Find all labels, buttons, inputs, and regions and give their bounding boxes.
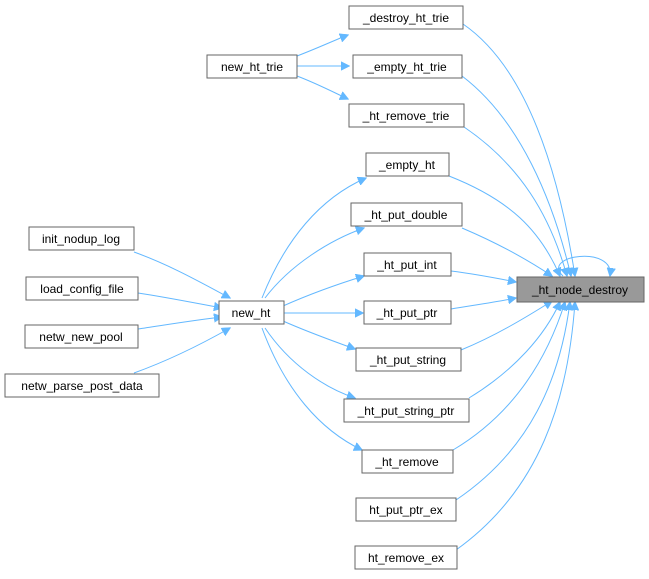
node-empty-ht-trie[interactable]: _empty_ht_trie bbox=[352, 54, 463, 79]
node-label: ht_remove_ex bbox=[368, 551, 444, 565]
node-ht-put-string[interactable]: _ht_put_string bbox=[355, 347, 462, 372]
edge-new-ht-to-ht-put-int bbox=[282, 276, 364, 307]
node-ht-put-double[interactable]: _ht_put_double bbox=[350, 202, 463, 227]
node-label: _ht_node_destroy bbox=[531, 283, 628, 297]
node-label: netw_new_pool bbox=[39, 330, 122, 344]
edge-netw-parse-post-data-to-new-ht bbox=[133, 328, 230, 374]
node-label: load_config_file bbox=[40, 282, 124, 296]
edge-ht-put-int-to-ht-node-destroy bbox=[450, 270, 516, 282]
node-ht-remove[interactable]: _ht_remove bbox=[361, 449, 454, 474]
edge-new-ht-to-ht-put-string bbox=[282, 320, 355, 349]
edge-ht-put-double-to-ht-node-destroy bbox=[461, 227, 552, 276]
node-label: _empty_ht bbox=[378, 158, 436, 172]
node-label: _destroy_ht_trie bbox=[362, 11, 449, 25]
node-label: new_ht bbox=[232, 306, 271, 320]
node-label: _ht_put_int bbox=[376, 258, 437, 272]
edge-ht-remove-ex-to-ht-node-destroy bbox=[455, 302, 575, 551]
edge-ht-put-string-to-ht-node-destroy bbox=[460, 301, 552, 351]
edge-ht-put-ptr-ex-to-ht-node-destroy bbox=[455, 302, 570, 501]
node-ht-node-destroy[interactable]: _ht_node_destroy bbox=[516, 276, 645, 303]
edge-new-ht-to-empty-ht bbox=[261, 178, 366, 299]
node-label: new_ht_trie bbox=[221, 60, 283, 74]
node-ht-remove-trie[interactable]: _ht_remove_trie bbox=[348, 103, 465, 128]
edge-destroy-ht-trie-to-ht-node-destroy bbox=[462, 23, 575, 276]
edges bbox=[133, 23, 611, 551]
edge-new-ht-trie-to-ht-remove-trie bbox=[296, 75, 348, 99]
node-ht-remove-ex[interactable]: ht_remove_ex bbox=[354, 545, 458, 570]
node-netw-parse-post-data[interactable]: netw_parse_post_data bbox=[4, 373, 160, 398]
edge-new-ht-to-ht-put-double bbox=[264, 228, 364, 299]
edge-ht-node-destroy-self-loop bbox=[558, 255, 611, 276]
node-label: _ht_remove_trie bbox=[362, 109, 450, 123]
node-label: ht_put_ptr_ex bbox=[369, 503, 442, 517]
node-label: _ht_put_ptr bbox=[376, 306, 438, 320]
edge-ht-put-string-ptr-to-ht-node-destroy bbox=[468, 302, 560, 399]
node-label: _ht_put_string_ptr bbox=[357, 404, 455, 418]
node-destroy-ht-trie[interactable]: _destroy_ht_trie bbox=[348, 5, 464, 30]
edge-load-config-file-to-new-ht bbox=[137, 292, 222, 308]
node-label: netw_parse_post_data bbox=[21, 379, 143, 393]
node-ht-put-ptr-ex[interactable]: ht_put_ptr_ex bbox=[355, 497, 457, 522]
edge-ht-put-ptr-to-ht-node-destroy bbox=[450, 298, 516, 310]
edge-init-nodup-log-to-new-ht bbox=[133, 251, 230, 298]
node-label: _ht_put_string bbox=[369, 353, 446, 367]
edge-empty-ht-trie-to-ht-node-destroy bbox=[461, 75, 571, 276]
node-load-config-file[interactable]: load_config_file bbox=[25, 276, 139, 301]
node-netw-new-pool[interactable]: netw_new_pool bbox=[24, 324, 139, 349]
edge-new-ht-to-ht-remove bbox=[261, 327, 362, 450]
nodes: _destroy_ht_trie _empty_ht_trie _ht_remo… bbox=[4, 5, 645, 570]
node-label: _ht_put_double bbox=[364, 208, 448, 222]
edge-new-ht-trie-to-destroy-ht-trie bbox=[296, 35, 348, 57]
node-label: _empty_ht_trie bbox=[366, 60, 447, 74]
node-ht-put-ptr[interactable]: _ht_put_ptr bbox=[363, 300, 452, 325]
edge-ht-remove-to-ht-node-destroy bbox=[452, 302, 565, 451]
node-ht-put-string-ptr[interactable]: _ht_put_string_ptr bbox=[343, 398, 470, 423]
edge-new-ht-to-ht-put-string-ptr bbox=[264, 327, 355, 398]
node-label: init_nodup_log bbox=[42, 232, 120, 246]
node-empty-ht[interactable]: _empty_ht bbox=[365, 152, 450, 177]
node-init-nodup-log[interactable]: init_nodup_log bbox=[28, 226, 135, 251]
edge-ht-remove-trie-to-ht-node-destroy bbox=[463, 126, 567, 276]
node-new-ht[interactable]: new_ht bbox=[218, 300, 285, 325]
node-ht-put-int[interactable]: _ht_put_int bbox=[363, 252, 452, 277]
edge-netw-new-pool-to-new-ht bbox=[137, 317, 222, 330]
node-new-ht-trie[interactable]: new_ht_trie bbox=[206, 54, 298, 79]
edge-empty-ht-to-ht-node-destroy bbox=[448, 175, 560, 276]
node-label: _ht_remove bbox=[374, 455, 439, 469]
